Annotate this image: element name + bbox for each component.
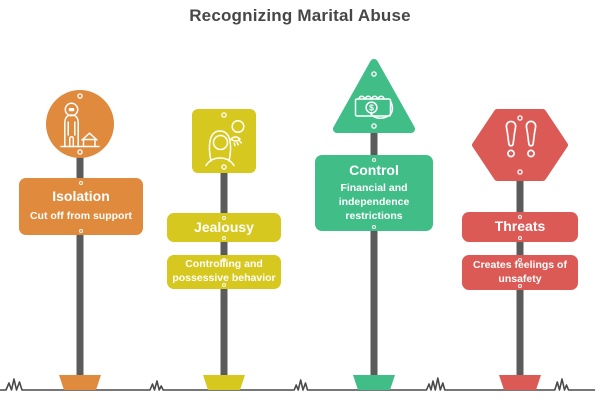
threats-subtitle-box: Creates feelings of unsafety xyxy=(462,255,578,290)
signpost-poles xyxy=(76,126,524,377)
sign-title: Threats xyxy=(494,218,546,235)
jealousy-subtitle-box: Controlling and possessive behavior xyxy=(167,255,281,289)
screw-icon xyxy=(221,164,227,170)
sign-title: Jealousy xyxy=(194,218,254,235)
screw-icon xyxy=(371,71,377,77)
screw-icon xyxy=(372,224,376,229)
screw-icon xyxy=(222,282,226,287)
person-leaving-home-icon xyxy=(60,102,100,148)
jealousy-title-box: Jealousy xyxy=(167,213,281,242)
base-jealousy xyxy=(203,375,245,390)
screw-icon xyxy=(79,180,83,185)
pole-isolation xyxy=(76,150,84,377)
screw-icon xyxy=(222,257,226,262)
threats-title-box: Threats xyxy=(462,212,578,242)
sign-subtitle: Controlling and possessive behavior xyxy=(172,258,276,284)
screw-icon xyxy=(518,214,522,219)
screw-icon xyxy=(221,112,227,118)
pole-control xyxy=(370,126,378,377)
base-threats xyxy=(499,375,541,390)
sign-subtitle: Financial and independence restrictions xyxy=(338,181,410,222)
screw-icon xyxy=(518,283,522,288)
screw-icon xyxy=(222,235,226,240)
svg-text:$: $ xyxy=(369,103,374,113)
jealous-person-icon xyxy=(205,119,245,167)
base-isolation xyxy=(59,375,101,390)
screw-icon xyxy=(222,215,226,220)
screw-icon xyxy=(77,93,83,99)
screw-icon xyxy=(518,257,522,262)
isolation-label-box: Isolation Cut off from support xyxy=(19,178,143,235)
screw-icon xyxy=(517,169,523,175)
screw-icon xyxy=(371,123,377,129)
ground-grass-line xyxy=(0,377,596,391)
money-in-hand-icon: $ xyxy=(354,95,394,119)
sign-subtitle: Cut off from support xyxy=(29,209,133,222)
sign-subtitle: Creates feelings of unsafety xyxy=(473,258,567,285)
screw-icon xyxy=(77,149,83,155)
jealousy-square-sign xyxy=(192,109,256,173)
threats-hexagon-sign xyxy=(472,109,568,181)
screw-icon xyxy=(518,235,522,240)
page-title: Recognizing Marital Abuse xyxy=(189,6,411,25)
screw-icon xyxy=(372,157,376,162)
double-exclamation-icon xyxy=(505,120,537,158)
screw-icon xyxy=(79,228,83,233)
control-label-box: Control Financial and independence restr… xyxy=(315,155,433,231)
isolation-circle-sign xyxy=(46,90,114,158)
screw-icon xyxy=(517,115,523,121)
sign-title: Control xyxy=(349,161,399,178)
screw-icons xyxy=(77,71,523,175)
signpost-bases xyxy=(59,375,541,390)
base-control xyxy=(353,375,395,390)
sign-title: Isolation xyxy=(52,188,110,205)
